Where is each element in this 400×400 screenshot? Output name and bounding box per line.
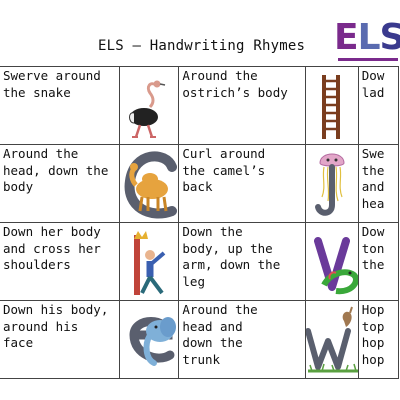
picture-cell — [305, 66, 359, 145]
table-row: Down his body, around his face Around th… — [0, 300, 400, 379]
snake-v-icon — [314, 237, 358, 295]
picture-cell — [119, 222, 180, 301]
rhyme-text: Swe the and hea — [361, 146, 385, 211]
rhyme-cell: Curl around the camel’s back — [178, 144, 307, 223]
ostrich-s-icon — [129, 80, 166, 138]
logo-underline — [338, 58, 398, 61]
table-row: Down her body and cross her shoulders Do… — [0, 222, 400, 301]
rhyme-text: Down his body, around his face — [3, 302, 109, 350]
table-row: Swerve around the snake Around th — [0, 66, 400, 145]
king-k-icon — [134, 231, 166, 295]
logo-wordmark: ELS — [334, 18, 400, 58]
els-logo: ELS — [334, 18, 400, 66]
rhyme-cell: Down her body and cross her shoulders — [0, 222, 121, 301]
rhyme-text: Around the head, down the body — [3, 146, 109, 194]
camel-c-icon — [124, 151, 178, 219]
page-title: ELS – Handwriting Rhymes — [98, 38, 306, 54]
picture-cell — [119, 66, 180, 145]
rhyme-text: Down the body, up the arm, down the leg — [182, 224, 281, 289]
rhyme-text: Swerve around the snake — [3, 68, 101, 100]
rhyme-text: Around the head and down the trunk — [182, 302, 258, 367]
rhymes-table: Swerve around the snake Around th — [0, 66, 400, 379]
picture-cell — [305, 144, 359, 223]
rhyme-cell: Swerve around the snake — [0, 66, 121, 145]
picture-cell — [305, 300, 359, 379]
rhyme-cell: Around the head and down the trunk — [178, 300, 307, 379]
picture-cell — [119, 144, 180, 223]
jellyfish-j-icon — [315, 153, 345, 216]
logo-letter-l: L — [357, 17, 381, 58]
rhyme-cell: Dow lad — [357, 66, 400, 145]
rhyme-text: Dow ton the — [361, 224, 385, 272]
logo-letter-e: E — [334, 17, 359, 58]
rhyme-cell: Swe the and hea — [357, 144, 400, 223]
elephant-e-icon — [129, 317, 177, 366]
picture-cell — [305, 222, 359, 301]
rhyme-cell: Hop top hop hop — [357, 300, 400, 379]
rhyme-cell: Down his body, around his face — [0, 300, 121, 379]
rhyme-text: Dow lad — [361, 68, 385, 100]
rhyme-text: Around the ostrich’s body — [182, 68, 288, 100]
table-row: Around the head, down the body Curl arou… — [0, 144, 400, 223]
rhyme-cell: Down the body, up the arm, down the leg — [178, 222, 307, 301]
rhyme-text: Curl around the camel’s back — [182, 146, 266, 194]
rhyme-cell: Around the ostrich’s body — [178, 66, 307, 145]
logo-letter-s: S — [379, 17, 400, 58]
rhyme-cell: Dow ton the — [357, 222, 400, 301]
kangaroo-w-icon — [306, 306, 358, 373]
rhyme-text: Hop top hop hop — [361, 302, 385, 367]
ladder-l-icon — [322, 75, 341, 139]
rhyme-text: Down her body and cross her shoulders — [3, 224, 101, 272]
picture-cell — [119, 300, 180, 379]
rhyme-cell: Around the head, down the body — [0, 144, 121, 223]
